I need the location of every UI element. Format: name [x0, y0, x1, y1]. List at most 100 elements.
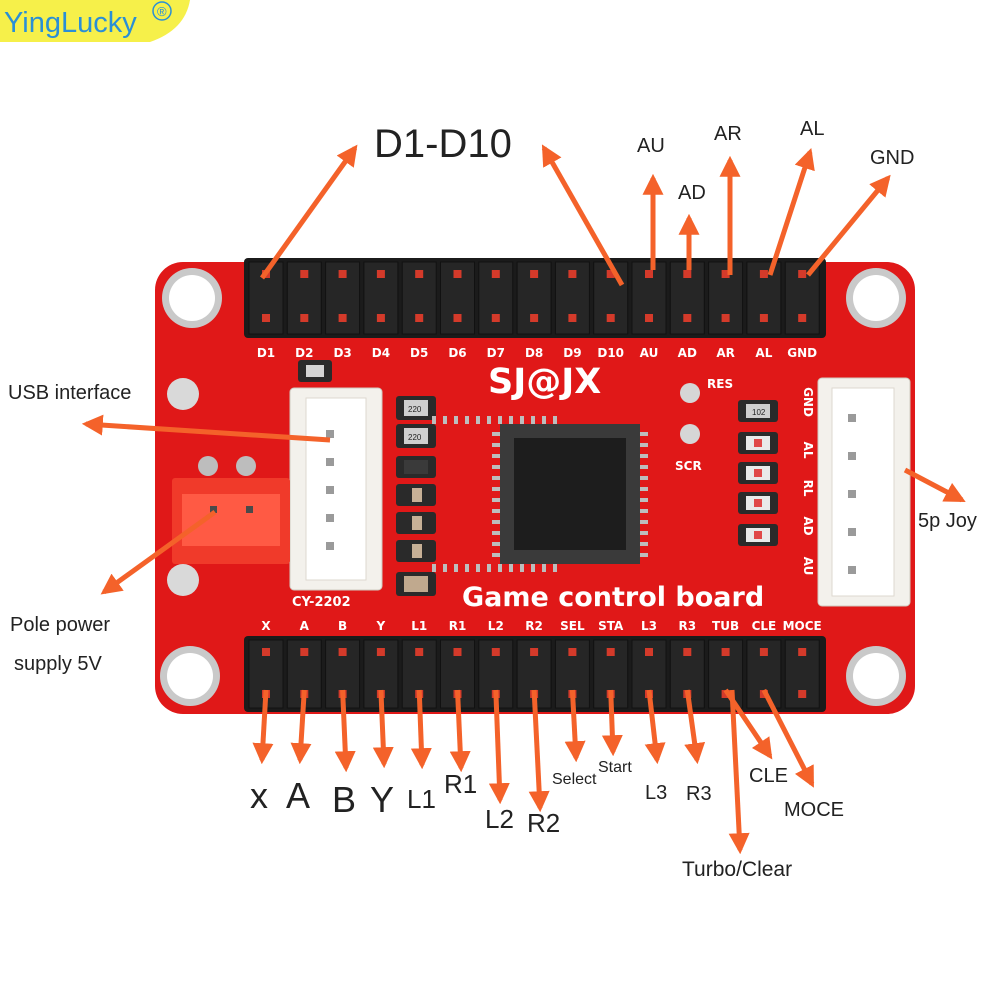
top-pin-label: D3 — [333, 346, 351, 360]
header-pin — [415, 648, 424, 656]
top-pin-label: AL — [755, 346, 772, 360]
callout-arrow — [81, 414, 331, 443]
header-pin — [376, 648, 385, 656]
bottom-callout-label: CLE — [749, 765, 788, 787]
res-label: RES — [707, 377, 733, 391]
chip-pin — [492, 498, 500, 502]
bottom-callout-label: Select — [552, 771, 597, 788]
header-pin — [415, 270, 424, 278]
callout-arrow — [488, 689, 510, 805]
bottom-pin-label: Y — [376, 619, 386, 633]
header-pin — [683, 270, 692, 278]
chip-pin — [553, 416, 557, 424]
header-pin — [530, 648, 539, 656]
header-pin — [491, 270, 500, 278]
header-pin — [645, 314, 653, 322]
chip-pin — [454, 416, 458, 424]
chip-pin — [640, 531, 648, 535]
top-pin-label: AR — [716, 346, 735, 360]
bottom-pin-label: L2 — [488, 619, 504, 633]
led-array: 102 — [738, 400, 778, 546]
header-pin — [376, 314, 385, 322]
callout-arrow — [410, 689, 432, 770]
chip-pin — [640, 487, 648, 491]
test-pad-scr — [680, 424, 700, 444]
header-pin — [491, 648, 500, 656]
header-pin — [262, 648, 270, 656]
callout-arrow — [903, 467, 966, 503]
brand-logo: YingLucky ® — [0, 0, 190, 42]
header-pin — [606, 648, 615, 656]
callout-au: AU — [637, 135, 665, 157]
right-connector-label: RL — [801, 480, 815, 497]
callout-pole-line1: Pole power — [10, 614, 110, 636]
chip-pin — [498, 564, 502, 572]
header-pin — [568, 314, 577, 322]
callout-arrow — [100, 509, 217, 595]
chip-pin — [640, 476, 648, 480]
bottom-pin-label: CLE — [752, 619, 777, 633]
bottom-pin-label: TUB — [712, 619, 739, 633]
callout-al: AL — [800, 118, 824, 140]
solder-pad — [167, 378, 199, 410]
header-pin — [568, 648, 577, 656]
bottom-callout-label: R1 — [444, 769, 477, 799]
chip-pin — [509, 416, 513, 424]
bottom-pin-label: B — [338, 619, 347, 633]
resistor-value: 102 — [752, 408, 766, 417]
chip-pin — [640, 542, 648, 546]
top-pin-label: GND — [787, 346, 817, 360]
power-connector — [172, 456, 290, 564]
header-pin — [645, 648, 653, 656]
top-pin-label: D4 — [372, 346, 390, 360]
chip-pin — [520, 416, 524, 424]
chip-pin — [492, 553, 500, 557]
callout-arrow — [761, 688, 815, 788]
top-pin-header — [244, 258, 826, 338]
chip-pin — [492, 542, 500, 546]
top-pin-label: AD — [678, 346, 697, 360]
chip-pin — [509, 564, 513, 572]
bottom-pin-label: L3 — [641, 619, 657, 633]
header-pin — [798, 690, 807, 698]
bottom-callout-label: R3 — [686, 783, 712, 805]
board-title: SJ@JX — [488, 362, 601, 402]
bottom-pin-label: STA — [598, 619, 624, 633]
chip-pin — [454, 564, 458, 572]
bottom-pin-label: SEL — [560, 619, 585, 633]
bottom-pin-label: X — [261, 619, 271, 633]
chip-pin — [492, 487, 500, 491]
resistor-array: 220 220 — [396, 396, 436, 596]
header-pin — [300, 314, 309, 322]
header-pin — [721, 648, 730, 656]
header-pin — [530, 270, 539, 278]
chip-pin — [640, 454, 648, 458]
right-connector-label: AD — [801, 516, 815, 535]
bottom-callout-label: MOCE — [784, 799, 844, 821]
right-connector-label: AL — [801, 442, 815, 459]
chip-pin — [476, 564, 480, 572]
bottom-pin-header — [244, 636, 826, 712]
chip-pin — [487, 416, 491, 424]
scr-label: SCR — [675, 459, 702, 473]
header-pin — [453, 270, 462, 278]
callout-usb: USB interface — [8, 382, 131, 404]
header-pin — [683, 648, 692, 656]
header-pin — [568, 270, 577, 278]
resistor-value: 220 — [408, 433, 422, 442]
header-pin — [491, 314, 500, 322]
chip-pin — [492, 531, 500, 535]
brand-name: YingLucky — [4, 7, 137, 39]
chip-pin — [640, 443, 648, 447]
chip-pin — [492, 432, 500, 436]
bottom-callout-label: R2 — [527, 808, 560, 838]
header-pin — [683, 314, 692, 322]
header-pin — [300, 648, 309, 656]
bottom-callout-label: Start — [598, 759, 632, 776]
header-pin — [338, 314, 347, 322]
bottom-callout-label: L2 — [485, 804, 514, 834]
chip-pin — [553, 564, 557, 572]
